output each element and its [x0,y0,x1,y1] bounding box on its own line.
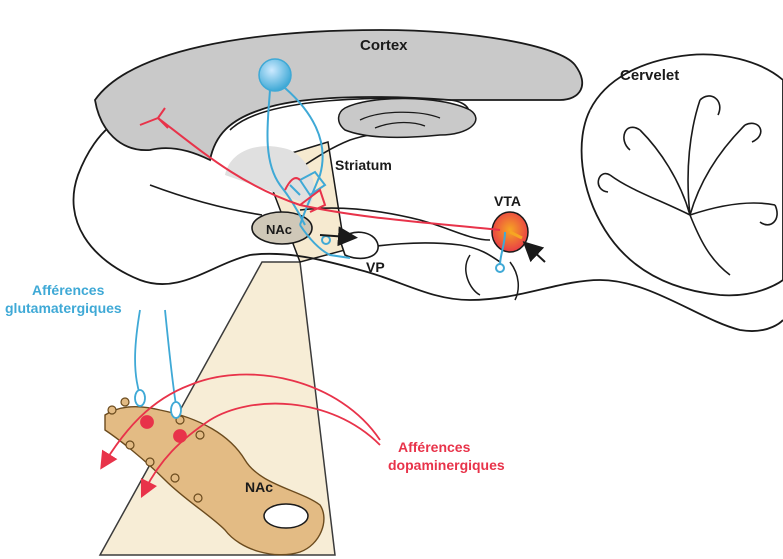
label-cervelet: Cervelet [620,67,679,84]
label-dopaminergic-2: dopaminergiques [388,457,505,473]
arrow-to-vta [530,248,545,262]
cortical-neuron-soma [259,59,291,91]
label-nac-top: NAc [266,222,292,237]
brainstem-lines [466,255,518,300]
label-dopaminergic-1: Afférences [398,439,471,455]
label-glutamatergic-1: Afférences [32,282,105,298]
zoom-neuron-nucleus [264,504,308,528]
cortex [95,30,582,160]
label-striatum: Striatum [335,157,392,173]
label-glutamatergic-2: glutamatergiques [5,300,122,316]
hippocampus [339,98,476,137]
label-cortex: Cortex [360,37,408,54]
cerebellum [582,80,783,295]
label-vta: VTA [494,193,521,209]
label-vp: VP [366,259,385,275]
label-nac-bottom: NAc [245,479,273,495]
